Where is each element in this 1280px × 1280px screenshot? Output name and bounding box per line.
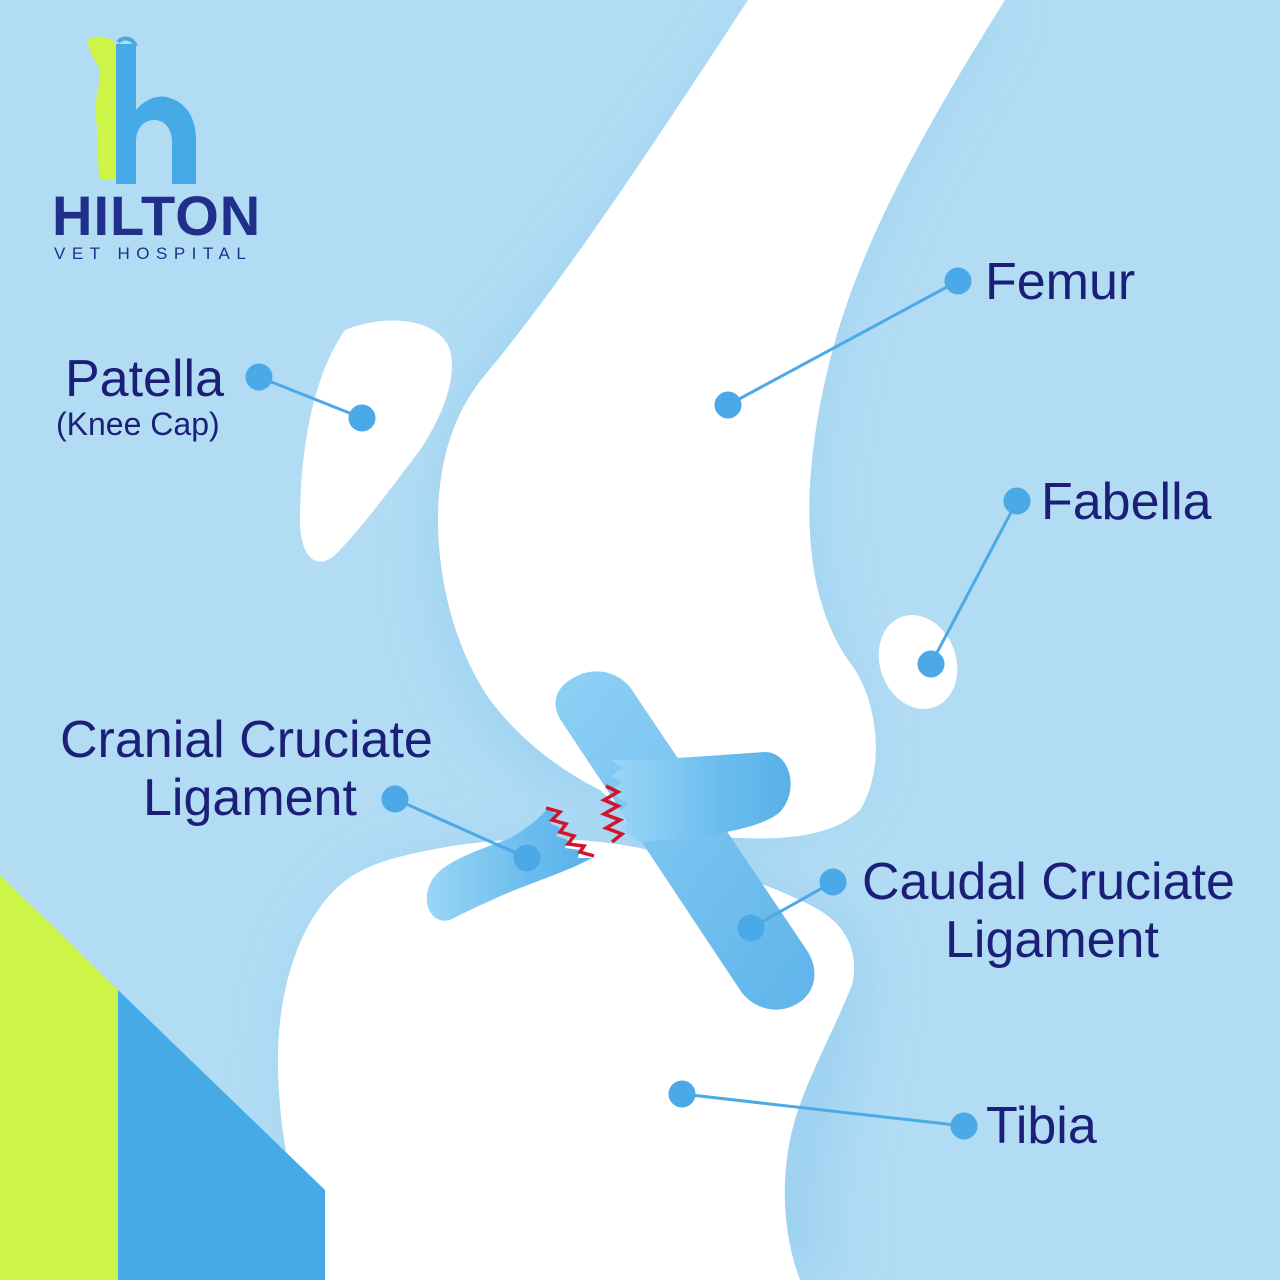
fabella-pointer-dot-label [1003,487,1031,515]
femur-pointer-dot-label [944,267,972,295]
tibia-pointer-line [681,1092,965,1128]
label-tibia: Tibia [986,1097,1097,1155]
label-patella-note: (Knee Cap) [56,406,220,442]
fabella-pointer-line [929,500,1019,665]
label-cranial-cruciate-line2: Ligament [143,769,357,827]
tibia-pointer-dot-label [950,1112,978,1140]
label-fabella: Fabella [1041,473,1212,531]
tear-mark-lower [545,806,595,858]
corner-accent-lime [0,875,118,1280]
patella-pointer-dot-label [245,363,273,391]
femur-pointer-dot-target [714,391,742,419]
femur-bone [438,0,1005,839]
caudal-pointer-dot-label [819,868,847,896]
label-caudal-cruciate-line1: Caudal Cruciate [862,853,1235,911]
tibia-bone [277,838,855,1280]
caudal-pointer-dot-target [737,914,765,942]
brand-name: HILTON [52,184,262,247]
label-cranial-cruciate-line1: Cranial Cruciate [60,711,433,769]
patella-bone [300,320,452,562]
patella-pointer-line [258,375,363,420]
cranial-cruciate-ligament [426,752,791,921]
pointer-lines [245,267,1031,1140]
dog-silhouette-h-icon [88,36,196,184]
tibia-pointer-dot-target [668,1080,696,1108]
patella-pointer-dot-target [348,404,376,432]
cranial-pointer-dot-target [513,844,541,872]
caudal-pointer-line [750,880,834,930]
cranial-pointer-line [394,797,528,860]
tear-mark-upper [599,784,626,844]
cranial-pointer-dot-label [381,785,409,813]
brand-tagline: VET HOSPITAL [54,244,253,263]
label-patella: Patella [65,350,224,408]
corner-accent-blue [118,990,325,1280]
label-caudal-cruciate-line2: Ligament [945,911,1159,969]
fabella-pointer-dot-target [917,650,945,678]
label-femur: Femur [985,253,1136,311]
femur-pointer-line [727,279,959,407]
